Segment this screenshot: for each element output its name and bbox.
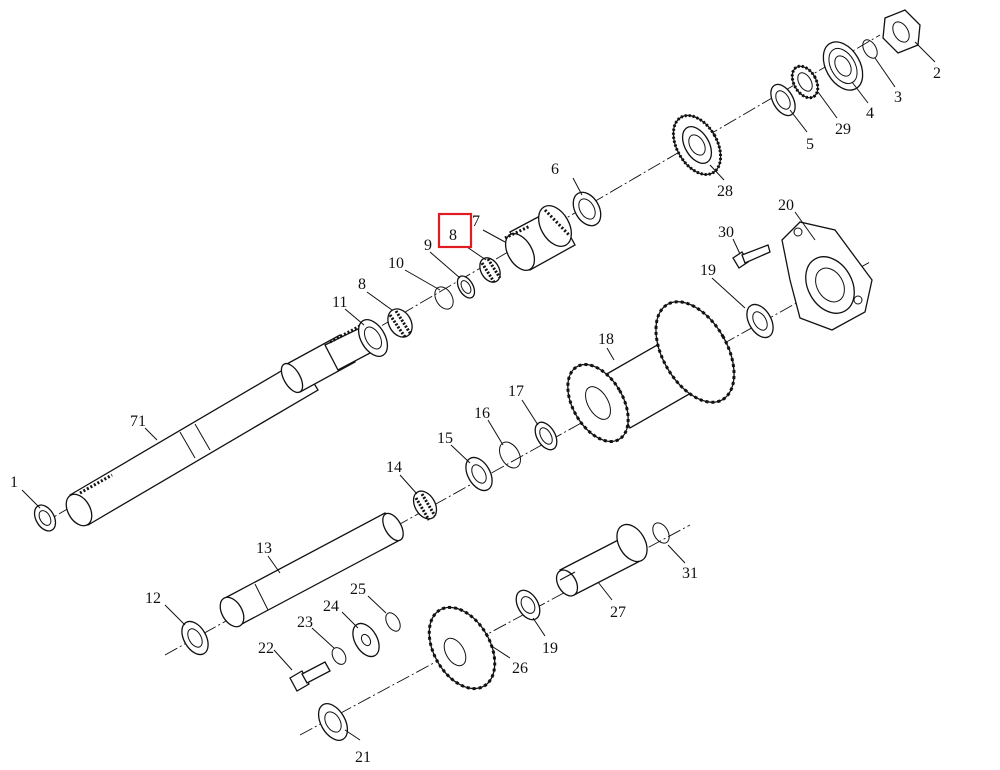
callout-7[interactable]: 7 <box>472 213 480 230</box>
callout-16[interactable]: 16 <box>474 405 490 422</box>
callout-23[interactable]: 23 <box>297 614 313 631</box>
part-13-countershaft <box>219 512 404 628</box>
callout-30[interactable]: 30 <box>718 224 734 241</box>
callout-28[interactable]: 28 <box>717 183 733 200</box>
part-21-washer <box>317 703 349 741</box>
callout-31[interactable]: 31 <box>682 565 698 582</box>
part-71-main-shaft <box>65 324 373 527</box>
callout-4[interactable]: 4 <box>866 105 874 122</box>
part-19-washer-lower <box>515 589 541 621</box>
part-8-needle-bearing-lower <box>387 308 413 338</box>
part-6-synchro-ring <box>572 191 602 227</box>
part-25-snap-ring <box>385 612 401 632</box>
callout-5[interactable]: 5 <box>806 136 814 153</box>
part-15-washer <box>465 456 493 492</box>
callout-18[interactable]: 18 <box>598 331 614 348</box>
callout-27[interactable]: 27 <box>610 604 626 621</box>
callout-22[interactable]: 22 <box>258 640 274 657</box>
part-8-needle-bearing-upper <box>479 257 502 283</box>
part-10-snap-ring <box>434 286 454 310</box>
part-30-bolt <box>732 244 771 269</box>
part-14-needle-bearing <box>412 490 438 521</box>
highlight-box <box>437 212 473 249</box>
callout-14[interactable]: 14 <box>386 459 402 476</box>
part-22-bolt <box>289 661 331 692</box>
part-23-washer <box>331 647 347 665</box>
part-26-reverse-gear <box>427 605 497 691</box>
part-20-housing <box>781 221 873 331</box>
callout-25[interactable]: 25 <box>350 581 366 598</box>
part-31-snap-ring <box>652 522 670 544</box>
callout-71[interactable]: 71 <box>130 413 146 430</box>
callout-8-highlighted[interactable]: 8 <box>449 227 457 244</box>
part-2-nut <box>882 9 921 54</box>
callout-9[interactable]: 9 <box>424 237 432 254</box>
callout-26[interactable]: 26 <box>512 660 528 677</box>
callout-1[interactable]: 1 <box>10 474 18 491</box>
part-29-synchro-ring <box>790 64 820 100</box>
callout-20[interactable]: 20 <box>778 197 794 214</box>
callout-11[interactable]: 11 <box>332 294 347 311</box>
part-18-cluster-gear <box>566 300 736 443</box>
part-19-washer-upper <box>746 303 774 339</box>
part-16-snap-ring <box>499 441 521 469</box>
part-5-washer <box>770 83 796 117</box>
callout-labels: 1 2 3 4 5 6 7 8 8 9 10 11 12 13 14 15 16… <box>10 65 941 766</box>
callout-6[interactable]: 6 <box>551 161 559 178</box>
callout-2[interactable]: 2 <box>933 65 941 82</box>
part-27-idler-shaft <box>555 523 648 597</box>
callout-15[interactable]: 15 <box>437 430 453 447</box>
callout-17[interactable]: 17 <box>508 383 524 400</box>
callout-3[interactable]: 3 <box>894 89 902 106</box>
part-24-washer <box>352 622 380 658</box>
part-28-synchronizer <box>671 114 723 176</box>
callout-24[interactable]: 24 <box>323 598 339 615</box>
callout-29[interactable]: 29 <box>835 121 851 138</box>
part-3-snap-ring <box>862 39 878 59</box>
part-12-washer <box>181 620 209 656</box>
part-17-washer <box>534 421 558 451</box>
callout-13[interactable]: 13 <box>256 540 272 557</box>
callout-10[interactable]: 10 <box>388 255 404 272</box>
part-1-washer <box>33 504 57 532</box>
part-9-thrust-washer <box>456 275 476 299</box>
callout-12[interactable]: 12 <box>145 590 161 607</box>
callout-8[interactable]: 8 <box>358 276 366 293</box>
callout-21[interactable]: 21 <box>355 749 371 766</box>
callout-19-upper[interactable]: 19 <box>700 262 716 279</box>
part-11-washer <box>357 319 389 357</box>
leader-lines <box>21 41 936 741</box>
part-7-gear <box>504 205 576 271</box>
callout-19-lower[interactable]: 19 <box>542 640 558 657</box>
